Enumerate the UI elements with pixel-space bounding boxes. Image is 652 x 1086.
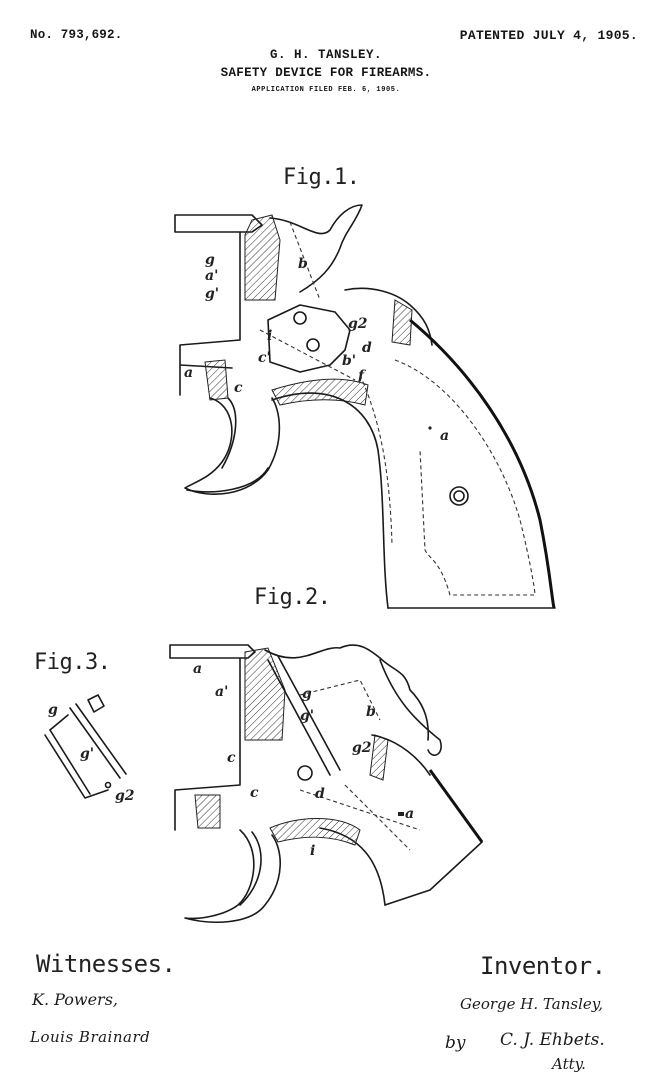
fig3-label: Fig.3. [34, 650, 111, 675]
patent-number: No. 793,692. [30, 28, 123, 42]
svg-text:g2: g2 [348, 316, 368, 332]
inventor-signature: George H. Tansley, [460, 995, 603, 1013]
svg-text:a': a' [215, 684, 228, 700]
application-filed-line: APPLICATION FILED FEB. 6, 1905. [251, 86, 401, 94]
patent-date: PATENTED JULY 4, 1905. [459, 28, 638, 43]
svg-text:g: g [48, 702, 58, 718]
patent-title: SAFETY DEVICE FOR FIREARMS. [220, 66, 432, 80]
svg-text:f: f [357, 368, 367, 384]
attorney-suffix: Atty. [552, 1055, 586, 1073]
svg-text:d: d [362, 340, 372, 356]
svg-text:b: b [366, 704, 376, 720]
fig1-label: Fig.1. [283, 165, 360, 190]
attorney-signature: C. J. Ehbets. [500, 1030, 605, 1050]
svg-text:a: a [193, 661, 202, 677]
by-label: by [445, 1033, 466, 1053]
svg-text:g2: g2 [115, 788, 135, 804]
witnesses-heading: Witnesses. [36, 950, 176, 978]
svg-text:g': g' [300, 708, 314, 724]
witness-2-signature: Louis Brainard [30, 1028, 151, 1046]
svg-text:c: c [227, 750, 236, 766]
svg-text:d: d [315, 786, 325, 802]
svg-text:c': c' [258, 350, 271, 366]
svg-text:c: c [234, 380, 243, 396]
svg-text:a: a [440, 428, 449, 444]
fig2-label: Fig.2. [254, 585, 331, 610]
svg-text:i: i [310, 843, 315, 859]
inventor-name: G. H. TANSLEY. [269, 48, 383, 62]
svg-text:g2: g2 [352, 740, 372, 756]
svg-text:c: c [250, 785, 259, 801]
ref-a1: a' [205, 268, 218, 284]
ref-b: b [298, 256, 308, 272]
ref-g1: g' [205, 286, 219, 302]
svg-text:g: g [302, 686, 312, 702]
svg-text:a: a [405, 806, 414, 822]
witness-1-signature: K. Powers, [32, 990, 118, 1009]
svg-text:a: a [184, 365, 193, 381]
svg-text:g': g' [80, 746, 94, 762]
inventor-heading: Inventor. [480, 952, 606, 980]
svg-text:i: i [267, 328, 272, 344]
svg-text:b': b' [342, 353, 356, 369]
ref-g: g [205, 252, 215, 268]
